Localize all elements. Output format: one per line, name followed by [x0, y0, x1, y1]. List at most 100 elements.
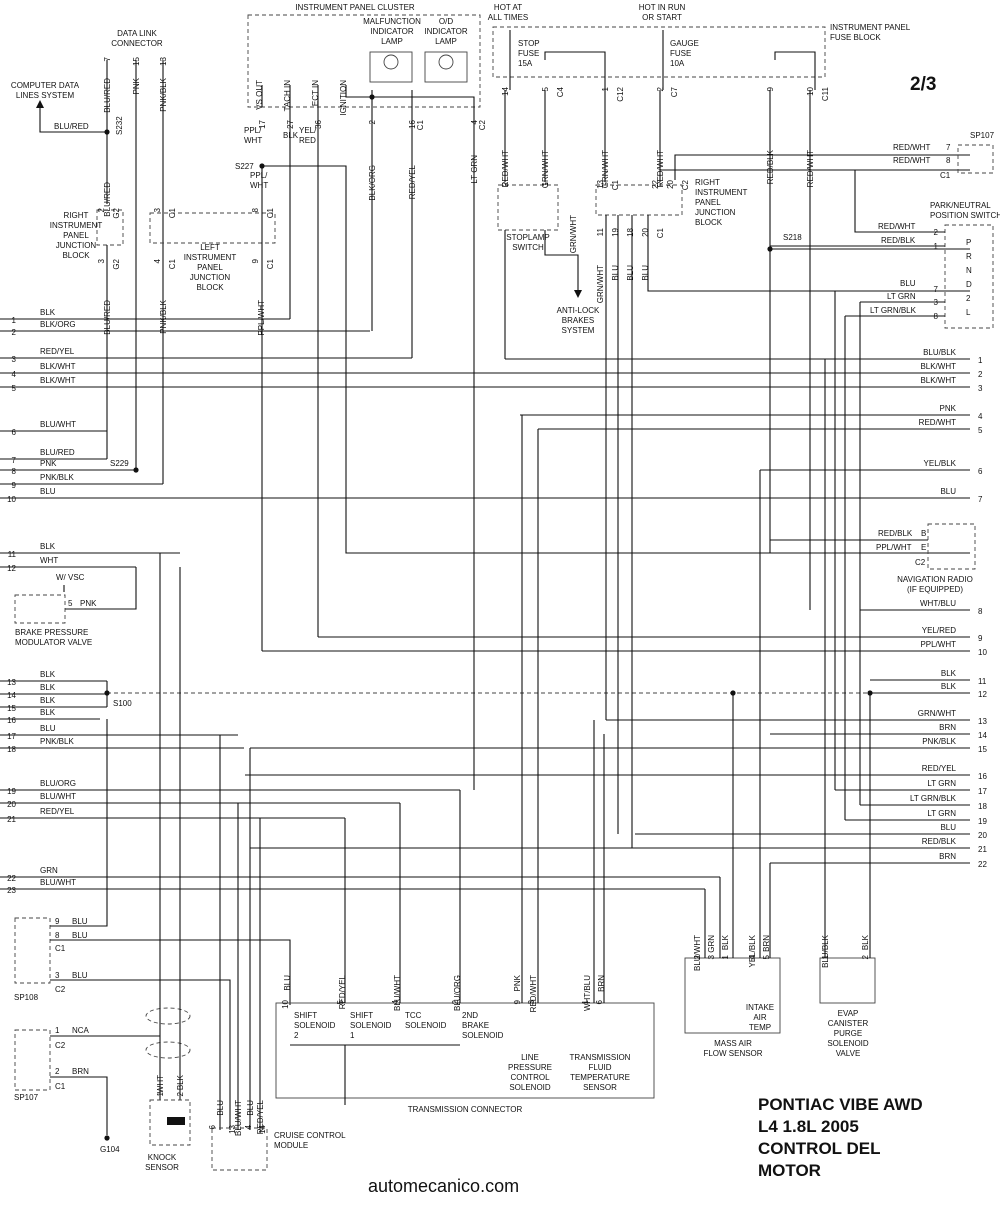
mass-air-flow-sensor-label-line-1: FLOW SENSOR	[703, 1049, 762, 1058]
wire	[544, 230, 579, 290]
left-pin-number: 12	[7, 564, 16, 573]
wire-color-label: PNK/BLK	[159, 299, 168, 333]
pin-number: 7	[934, 285, 939, 294]
lamp-icon	[438, 54, 454, 70]
wire-color-label: BRN	[762, 935, 771, 952]
pin-number: 22	[651, 179, 660, 188]
sp107-top-label: SP107	[970, 131, 995, 140]
shift-solenoid-2-label-line-2: 2	[294, 1031, 299, 1040]
wire-color-label-line-0: PPL/	[250, 171, 268, 180]
od-indicator-lamp-label-line-2: LAMP	[435, 37, 457, 46]
pin-number: G2	[112, 207, 121, 218]
left-pin-wire-color: RED/YEL	[40, 347, 75, 356]
computer-data-lines-system-label-line-1: LINES SYSTEM	[16, 91, 75, 100]
right-pin-number: 20	[978, 831, 987, 840]
left-pin-wire-color: BLK/WHT	[40, 362, 76, 371]
pin-number: 4	[748, 954, 757, 959]
line-pressure-control-solenoid-label-line-0: LINE	[521, 1053, 539, 1062]
pin-number: 1	[156, 1091, 165, 1096]
pin-number: 2	[451, 999, 460, 1004]
pin-number: 8	[946, 156, 951, 165]
pin-number: 10	[281, 999, 290, 1008]
wire-color-label: YEL/BLK	[748, 934, 757, 967]
wire-color-label: LT GRN/BLK	[870, 306, 917, 315]
wire	[65, 567, 137, 610]
ipc-pin-function: ECT IN	[311, 80, 320, 106]
right-pin-number: 16	[978, 772, 987, 781]
left-pin-wire-color: BLU/RED	[40, 448, 75, 457]
right-ip-junction-block	[595, 184, 683, 216]
pin-number: 6	[208, 1124, 217, 1129]
pin-number: 3	[153, 207, 162, 212]
wire-color-label: LT GRN	[887, 292, 916, 301]
right-ip-junction-block-label-line-3: JUNCTION	[56, 241, 97, 250]
evap-canister-purge-solenoid-valve-label-line-3: SOLENOID	[827, 1039, 869, 1048]
pin-number: 1	[581, 999, 590, 1004]
pin-number: 2	[97, 207, 106, 212]
splice-label-s100: S100	[113, 699, 132, 708]
pnp-position-letter: 2	[966, 294, 971, 303]
pin-number: C1	[266, 207, 275, 218]
fuse-pin-number: 2	[656, 86, 665, 91]
right-pin-wire-color: LT GRN	[927, 779, 956, 788]
right-pin-number: 3	[978, 384, 983, 393]
right-pin-number: 12	[978, 690, 987, 699]
hot-at-all-times-label-line-0: HOT AT	[494, 3, 522, 12]
pin-number: 2	[176, 1091, 185, 1096]
wire-color-label: RED/WHT	[893, 143, 930, 152]
right-pin-number: 21	[978, 845, 987, 854]
right-pin-wire-color: BLK	[941, 682, 957, 691]
fuse-pin-number: C12	[616, 86, 625, 101]
wire-color-label-line-1: RED	[299, 136, 316, 145]
wire-color-label: RED/BLK	[881, 236, 916, 245]
wire	[774, 51, 816, 90]
left-pin-number: 9	[12, 481, 17, 490]
sp107-bottom	[14, 1029, 51, 1091]
lamp-icon	[383, 54, 399, 70]
wire-color-label: BLK	[283, 131, 299, 140]
left-pin-wire-color: BLK	[40, 708, 56, 717]
right-pin-wire-color: LT GRN/BLK	[910, 794, 957, 803]
right-pin-number: 10	[978, 648, 987, 657]
wire-color-label: RED/WHT	[529, 975, 538, 1012]
pin-number: 3	[97, 258, 106, 263]
anti-lock-brakes-label-line-2: SYSTEM	[562, 326, 595, 335]
wire-color-label: BLU/WHT	[234, 1100, 243, 1136]
splice-dot-s229	[133, 467, 139, 473]
intake-air-temp-label-line-2: TEMP	[749, 1023, 771, 1032]
diagram-title-line: PONTIAC VIBE AWD	[758, 1095, 923, 1114]
pin-number: 19	[611, 227, 620, 236]
wire-color-label-line-0: YEL/	[299, 126, 317, 135]
wire-color-label: BLU	[626, 265, 635, 281]
pin-number: 7	[946, 143, 951, 152]
transmission-connector-label: TRANSMISSION CONNECTOR	[408, 1105, 523, 1114]
wire	[50, 979, 231, 1130]
right-ip-junction-block-left	[96, 209, 124, 246]
computer-data-lines-system-label-line-0: COMPUTER DATA	[11, 81, 80, 90]
left-pin-wire-color: BLK	[40, 696, 56, 705]
wire-color-label: RED/WHT	[878, 222, 915, 231]
splice-label-s232: S232	[115, 116, 124, 135]
splice-dot	[867, 690, 873, 696]
wire-color-label: PPL/WHT	[876, 543, 912, 552]
left-pin-wire-color: BLK	[40, 670, 56, 679]
pin-number: 1	[541, 181, 550, 186]
2nd-brake-solenoid-label-line-0: 2ND	[462, 1011, 478, 1020]
wire	[854, 170, 945, 233]
navigation-radio-label-line-1: (IF EQUIPPED)	[907, 585, 963, 594]
right-ip-junction-block-label-line-2: PANEL	[63, 231, 89, 240]
website-label: automecanico.com	[368, 1176, 519, 1196]
right-pin-wire-color: BRN	[939, 723, 956, 732]
pin-number: C2	[55, 985, 66, 994]
pin-number: 18	[626, 227, 635, 236]
pin-number: 20	[666, 179, 675, 188]
right-pin-wire-color: BLK/WHT	[920, 362, 956, 371]
pin-number: G2	[112, 258, 121, 269]
wvsc-label: W/ VSC	[56, 573, 85, 582]
pin-number: 13	[596, 179, 605, 188]
evap-canister-purge-solenoid-valve-label-line-4: VALVE	[836, 1049, 861, 1058]
left-pin-wire-color: BLK	[40, 683, 56, 692]
pin-number: C2	[681, 179, 690, 190]
pin-number: 8	[55, 931, 60, 940]
